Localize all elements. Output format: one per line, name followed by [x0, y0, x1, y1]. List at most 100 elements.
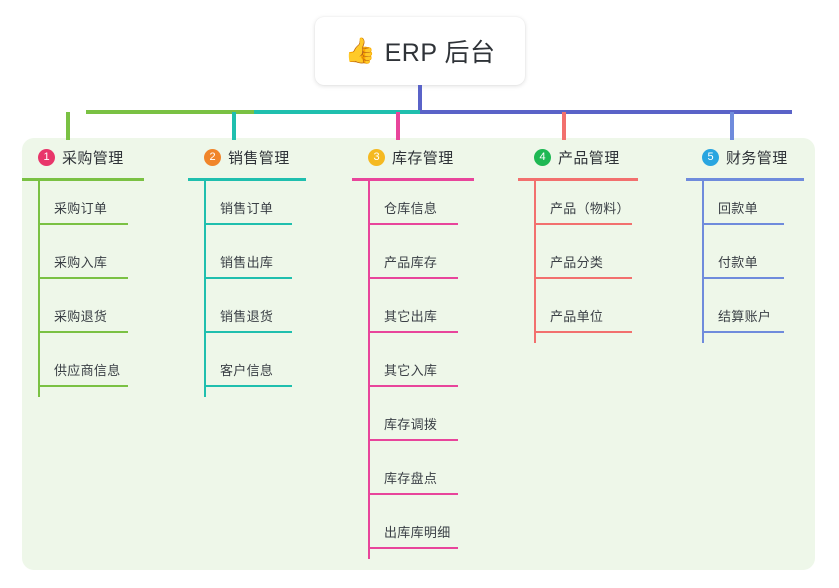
column-spine: [204, 181, 206, 397]
sitemap-item[interactable]: 销售订单: [204, 181, 306, 235]
sitemap-item-rule: [370, 493, 458, 495]
sitemap-item-label: 其它出库: [384, 309, 438, 324]
sitemap-item-rule: [40, 385, 128, 387]
sitemap-item-label: 采购退货: [54, 309, 108, 324]
sitemap-item[interactable]: 回款单: [702, 181, 804, 235]
sitemap-item-rule: [40, 223, 128, 225]
sitemap-item-label: 库存调拨: [384, 417, 438, 432]
sitemap-item-label: 采购入库: [54, 255, 108, 270]
column-badge: 3: [368, 148, 385, 166]
column-spine: [368, 181, 370, 559]
sitemap-item[interactable]: 库存调拨: [368, 397, 474, 451]
column-badge: 2: [204, 148, 221, 166]
sitemap-item-rule: [206, 385, 292, 387]
sitemap-item-label: 产品分类: [550, 255, 604, 270]
sitemap-item[interactable]: 出库库明细: [368, 505, 474, 559]
column-title: 财务管理: [726, 149, 788, 167]
sitemap-item-rule: [370, 331, 458, 333]
sitemap-item[interactable]: 客户信息: [204, 343, 306, 397]
page-title: ERP 后台: [384, 39, 496, 67]
sitemap-item-label: 客户信息: [220, 363, 274, 378]
sitemap-item[interactable]: 其它入库: [368, 343, 474, 397]
column-drop-connector: [562, 112, 566, 140]
sitemap-item[interactable]: 销售退货: [204, 289, 306, 343]
thumbs-up-icon: 👍: [344, 36, 376, 65]
sitemap-item-label: 库存盘点: [384, 471, 438, 486]
bus-segment: [420, 110, 792, 114]
sitemap-item[interactable]: 采购退货: [38, 289, 144, 343]
column-header-2[interactable]: 2 销售管理: [188, 142, 306, 172]
sitemap-column: 2 销售管理销售订单销售出库销售退货客户信息: [188, 142, 306, 397]
column-drop-connector: [730, 112, 734, 140]
sitemap-item-label: 产品（物料）: [550, 201, 630, 216]
column-header-rule: [352, 178, 474, 181]
sitemap-item[interactable]: 产品分类: [534, 235, 638, 289]
sitemap-item-label: 出库库明细: [384, 525, 451, 540]
sitemap-item-rule: [206, 223, 292, 225]
column-badge: 4: [534, 148, 551, 166]
column-header-4[interactable]: 4 产品管理: [518, 142, 638, 172]
column-header-5[interactable]: 5 财务管理: [686, 142, 804, 172]
sitemap-item-rule: [536, 331, 632, 333]
column-title: 库存管理: [392, 149, 454, 167]
sitemap-item[interactable]: 采购订单: [38, 181, 144, 235]
sitemap-item-rule: [206, 331, 292, 333]
sitemap-item-label: 采购订单: [54, 201, 108, 216]
column-title: 采购管理: [62, 149, 124, 167]
column-spine: [38, 181, 40, 397]
column-header-rule: [22, 178, 144, 181]
sitemap-item-label: 结算账户: [718, 309, 772, 324]
sitemap-item-rule: [370, 277, 458, 279]
sitemap-item[interactable]: 销售出库: [204, 235, 306, 289]
sitemap-column: 5 财务管理回款单付款单结算账户: [686, 142, 804, 343]
column-items: 仓库信息产品库存其它出库其它入库库存调拨库存盘点出库库明细: [352, 181, 474, 559]
sitemap-item-rule: [206, 277, 292, 279]
sitemap-item[interactable]: 库存盘点: [368, 451, 474, 505]
sitemap-item-label: 回款单: [718, 201, 758, 216]
column-items: 回款单付款单结算账户: [686, 181, 804, 343]
sitemap-item-label: 供应商信息: [54, 363, 121, 378]
sitemap-item-label: 产品单位: [550, 309, 604, 324]
trunk-connector: [418, 85, 422, 112]
sitemap-item-label: 产品库存: [384, 255, 438, 270]
sitemap-column: 3 库存管理仓库信息产品库存其它出库其它入库库存调拨库存盘点出库库明细: [352, 142, 474, 559]
column-items: 采购订单采购入库采购退货供应商信息: [22, 181, 144, 397]
root-title-card[interactable]: 👍 ERP 后台: [315, 17, 525, 85]
sitemap-item-rule: [536, 277, 632, 279]
sitemap-item[interactable]: 产品库存: [368, 235, 474, 289]
column-badge: 5: [702, 148, 719, 166]
column-spine: [534, 181, 536, 343]
sitemap-item-rule: [370, 223, 458, 225]
sitemap-item[interactable]: 产品（物料）: [534, 181, 638, 235]
sitemap-item[interactable]: 结算账户: [702, 289, 804, 343]
sitemap-item[interactable]: 供应商信息: [38, 343, 144, 397]
sitemap-item[interactable]: 产品单位: [534, 289, 638, 343]
column-title: 产品管理: [558, 149, 620, 167]
sitemap-item-rule: [704, 277, 784, 279]
sitemap-item-label: 仓库信息: [384, 201, 438, 216]
sitemap-item[interactable]: 采购入库: [38, 235, 144, 289]
bus-segment: [254, 110, 420, 114]
column-drop-connector: [232, 112, 236, 140]
sitemap-item[interactable]: 其它出库: [368, 289, 474, 343]
sitemap-item-label: 销售出库: [220, 255, 274, 270]
column-items: 产品（物料） 产品分类产品单位: [518, 181, 638, 343]
sitemap-item[interactable]: 仓库信息: [368, 181, 474, 235]
sitemap-item-rule: [536, 223, 632, 225]
sitemap-item[interactable]: 付款单: [702, 235, 804, 289]
bus-connector: [86, 110, 792, 114]
column-header-rule: [518, 178, 638, 181]
column-header-3[interactable]: 3 库存管理: [352, 142, 474, 172]
column-items: 销售订单销售出库销售退货客户信息: [188, 181, 306, 397]
column-title: 销售管理: [228, 149, 290, 167]
sitemap-item-label: 销售退货: [220, 309, 274, 324]
column-header-rule: [686, 178, 804, 181]
sitemap-column: 4 产品管理产品（物料） 产品分类产品单位: [518, 142, 638, 343]
sitemap-item-rule: [40, 277, 128, 279]
sitemap-item-label: 付款单: [718, 255, 758, 270]
column-spine: [702, 181, 704, 343]
sitemap-item-label: 其它入库: [384, 363, 438, 378]
